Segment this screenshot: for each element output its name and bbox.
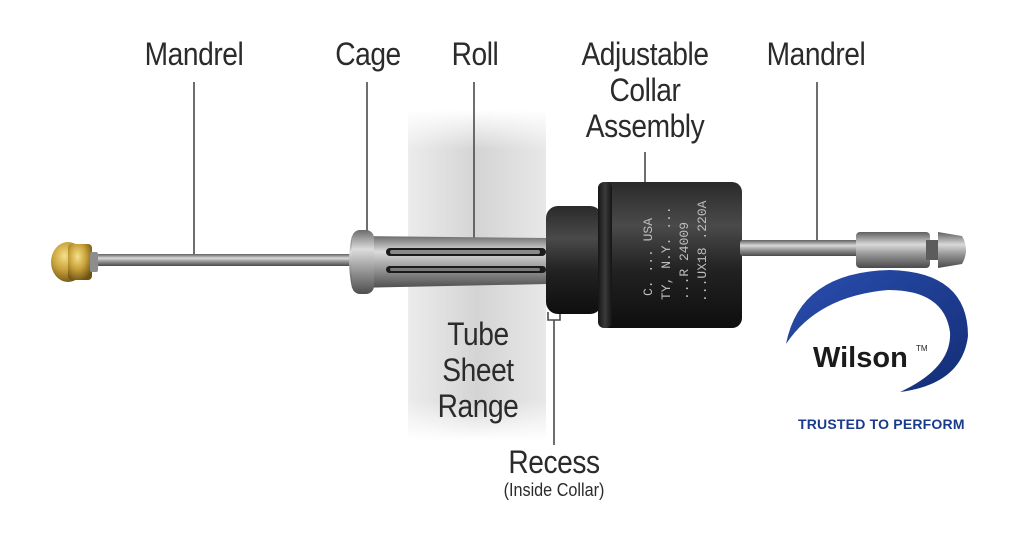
label-recess-note: (Inside Collar) [503,480,605,500]
logo-tagline: TRUSTED TO PERFORM [798,416,965,432]
label-collar-line3: Assembly [585,108,705,144]
label-collar-line2: Collar [609,72,681,108]
label-tube-sheet-line1: Tube [447,316,509,352]
engraving-line-4: ...UX18 .220A [695,200,710,302]
logo-wordmark: Wilson [813,342,908,374]
collar-front-ring [546,206,602,314]
collar-body [598,182,742,328]
collar-engraving: C. ... USA TY, N.Y. ... ...R 24009 ...UX… [641,200,710,302]
label-recess: Recess [508,444,600,480]
label-collar-line1: Adjustable [581,36,709,72]
left-mandrel-rod [96,254,358,266]
wilson-logo-swoosh [786,270,968,392]
label-mandrel-right: Mandrel [766,36,866,72]
tube-expander-tool [51,182,966,328]
engraving-line-3: ...R 24009 [677,222,692,300]
cage [349,230,548,294]
mandrel-drive-end [856,232,966,268]
label-tube-sheet-line3: Range [437,388,519,424]
engraving-line-2: TY, N.Y. ... [659,206,674,300]
label-roll: Roll [451,36,499,72]
right-mandrel-rod [740,240,860,256]
label-tube-sheet-line2: Sheet [442,352,514,388]
logo-trademark: TM [916,344,928,353]
engraving-line-1: C. ... USA [641,218,656,296]
label-cage: Cage [335,36,401,72]
label-mandrel-left: Mandrel [144,36,244,72]
brass-acorn-nut [51,242,98,282]
